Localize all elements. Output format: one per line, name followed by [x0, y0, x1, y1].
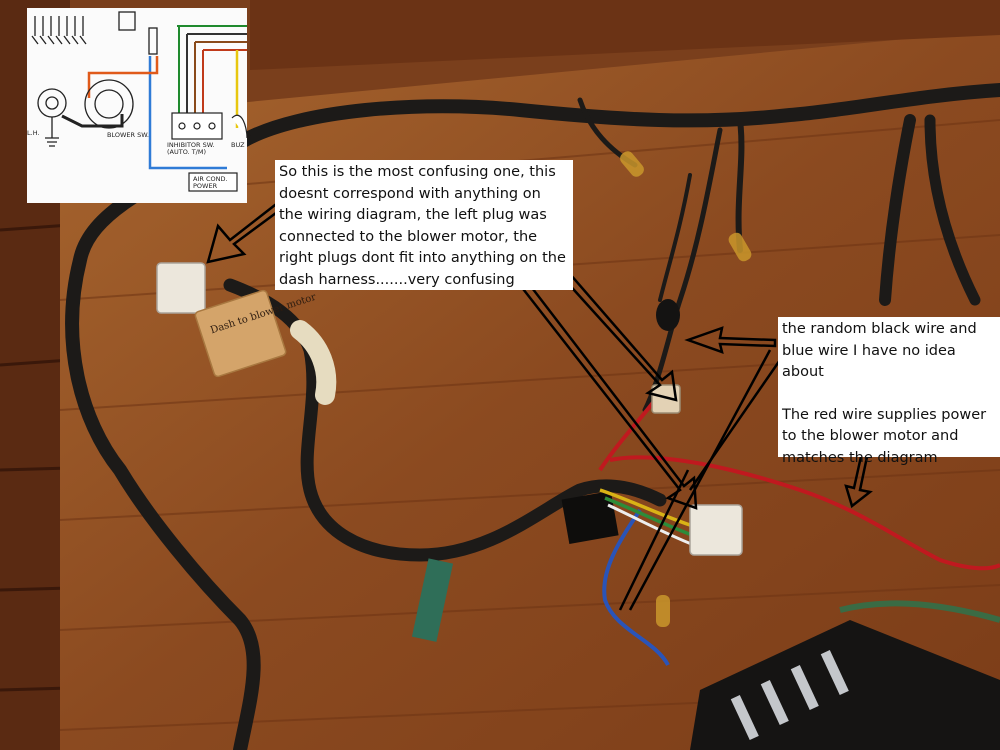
main-harness — [65, 83, 1000, 750]
blue-wire — [602, 508, 670, 667]
inhibitor-label: INHIBITOR SW. (AUTO. T/M) — [167, 141, 215, 156]
aircond-label: AIR COND. POWER — [193, 175, 228, 190]
pointer-lines — [618, 349, 782, 611]
wiring-diagram-inset: BLOWER SW. L.H. INHIBITOR SW. (AUTO. T/M… — [27, 8, 247, 203]
bullet-connector-1 — [620, 151, 644, 177]
yellow-wire — [599, 488, 691, 527]
annotation-right-note: the random black wire and blue wire I ha… — [778, 317, 1000, 466]
black-tape — [561, 490, 619, 544]
right-note-text-2: The red wire supplies power to the blowe… — [782, 406, 987, 466]
arrow-to-left-plug — [206, 203, 282, 264]
blower-switch-label: BLOWER SW. — [107, 131, 149, 139]
white-wire — [607, 503, 695, 547]
green-wire — [604, 496, 693, 537]
arrow-to-red-wire — [844, 450, 873, 509]
arrow-to-grommet — [684, 326, 777, 354]
bullet-connector-2 — [728, 232, 752, 262]
diagram-lines — [31, 11, 247, 192]
buzzer-label: BUZ — [231, 141, 245, 149]
bullet-connector-3 — [656, 595, 670, 627]
right-plug-small — [651, 384, 681, 414]
red-wire — [609, 455, 1000, 571]
right-note-text-1: the random black wire and blue wire I ha… — [782, 321, 977, 380]
slat-lines — [0, 223, 71, 692]
center-note-text: So this is the most confusing one, this … — [279, 164, 566, 288]
right-plug-large — [689, 504, 743, 556]
fuse-box-wires — [839, 600, 1000, 623]
annotation-center-note: So this is the most confusing one, this … — [275, 160, 573, 290]
white-tape — [290, 320, 337, 405]
left-plug — [156, 262, 206, 314]
green-tape — [411, 558, 454, 642]
note-spacer — [782, 384, 996, 405]
red-wire-short — [598, 398, 657, 472]
arrow-to-small-plug — [563, 272, 678, 402]
lh-label: L.H. — [27, 129, 40, 137]
fuse-box — [690, 620, 1000, 750]
black-grommet — [656, 299, 680, 331]
top-slat — [250, 0, 1000, 70]
